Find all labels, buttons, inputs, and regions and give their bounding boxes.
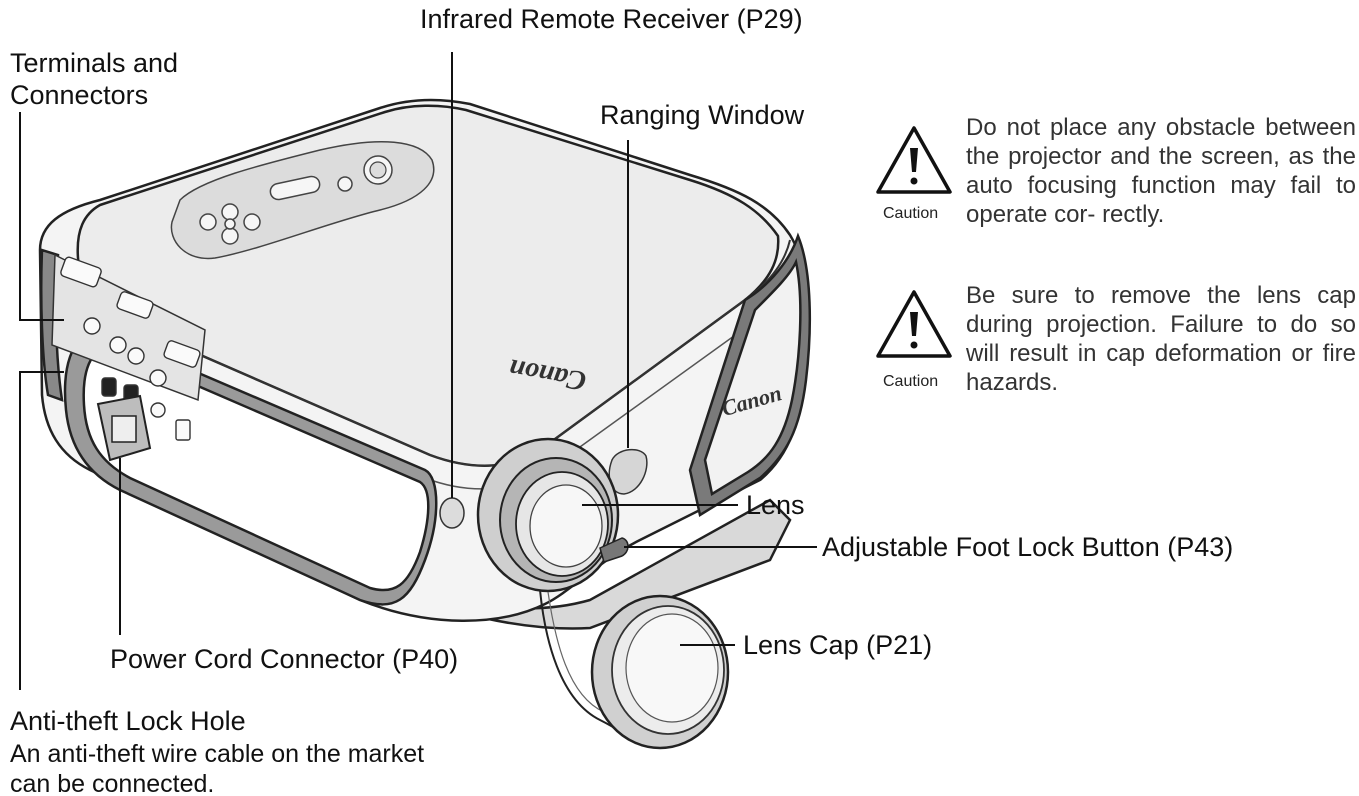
label-power-cord: Power Cord Connector (P40) — [110, 644, 458, 674]
label-terminals-line2: Connectors — [10, 80, 148, 110]
direction-pad — [199, 203, 261, 245]
leader-lines — [19, 52, 817, 690]
label-lens: Lens — [746, 490, 805, 520]
label-ranging: Ranging Window — [600, 100, 805, 130]
warning-triangle-icon: Caution — [876, 290, 952, 390]
label-infrared: Infrared Remote Receiver (P29) — [420, 4, 803, 34]
label-antitheft-desc2: can be connected. — [10, 770, 214, 796]
projector-illustration — [38, 98, 812, 750]
leader-antitheft — [19, 371, 64, 690]
label-terminals-line1: Terminals and — [10, 48, 178, 78]
caution-text-1: Do not place any obstacle between the pr… — [966, 114, 1356, 228]
caution-text-2: Be sure to remove the lens cap during pr… — [966, 282, 1356, 396]
leader-terminals — [19, 112, 64, 321]
warning-triangle-icon: Caution — [876, 126, 952, 222]
label-antitheft-desc1: An anti-theft wire cable on the market — [10, 740, 424, 768]
label-lens-cap: Lens Cap (P21) — [743, 630, 932, 660]
caution-label-1: Caution — [883, 205, 938, 222]
label-antitheft-title: Anti-theft Lock Hole — [10, 706, 246, 736]
caution-label-2: Caution — [883, 373, 938, 390]
label-foot-lock: Adjustable Foot Lock Button (P43) — [822, 532, 1233, 562]
